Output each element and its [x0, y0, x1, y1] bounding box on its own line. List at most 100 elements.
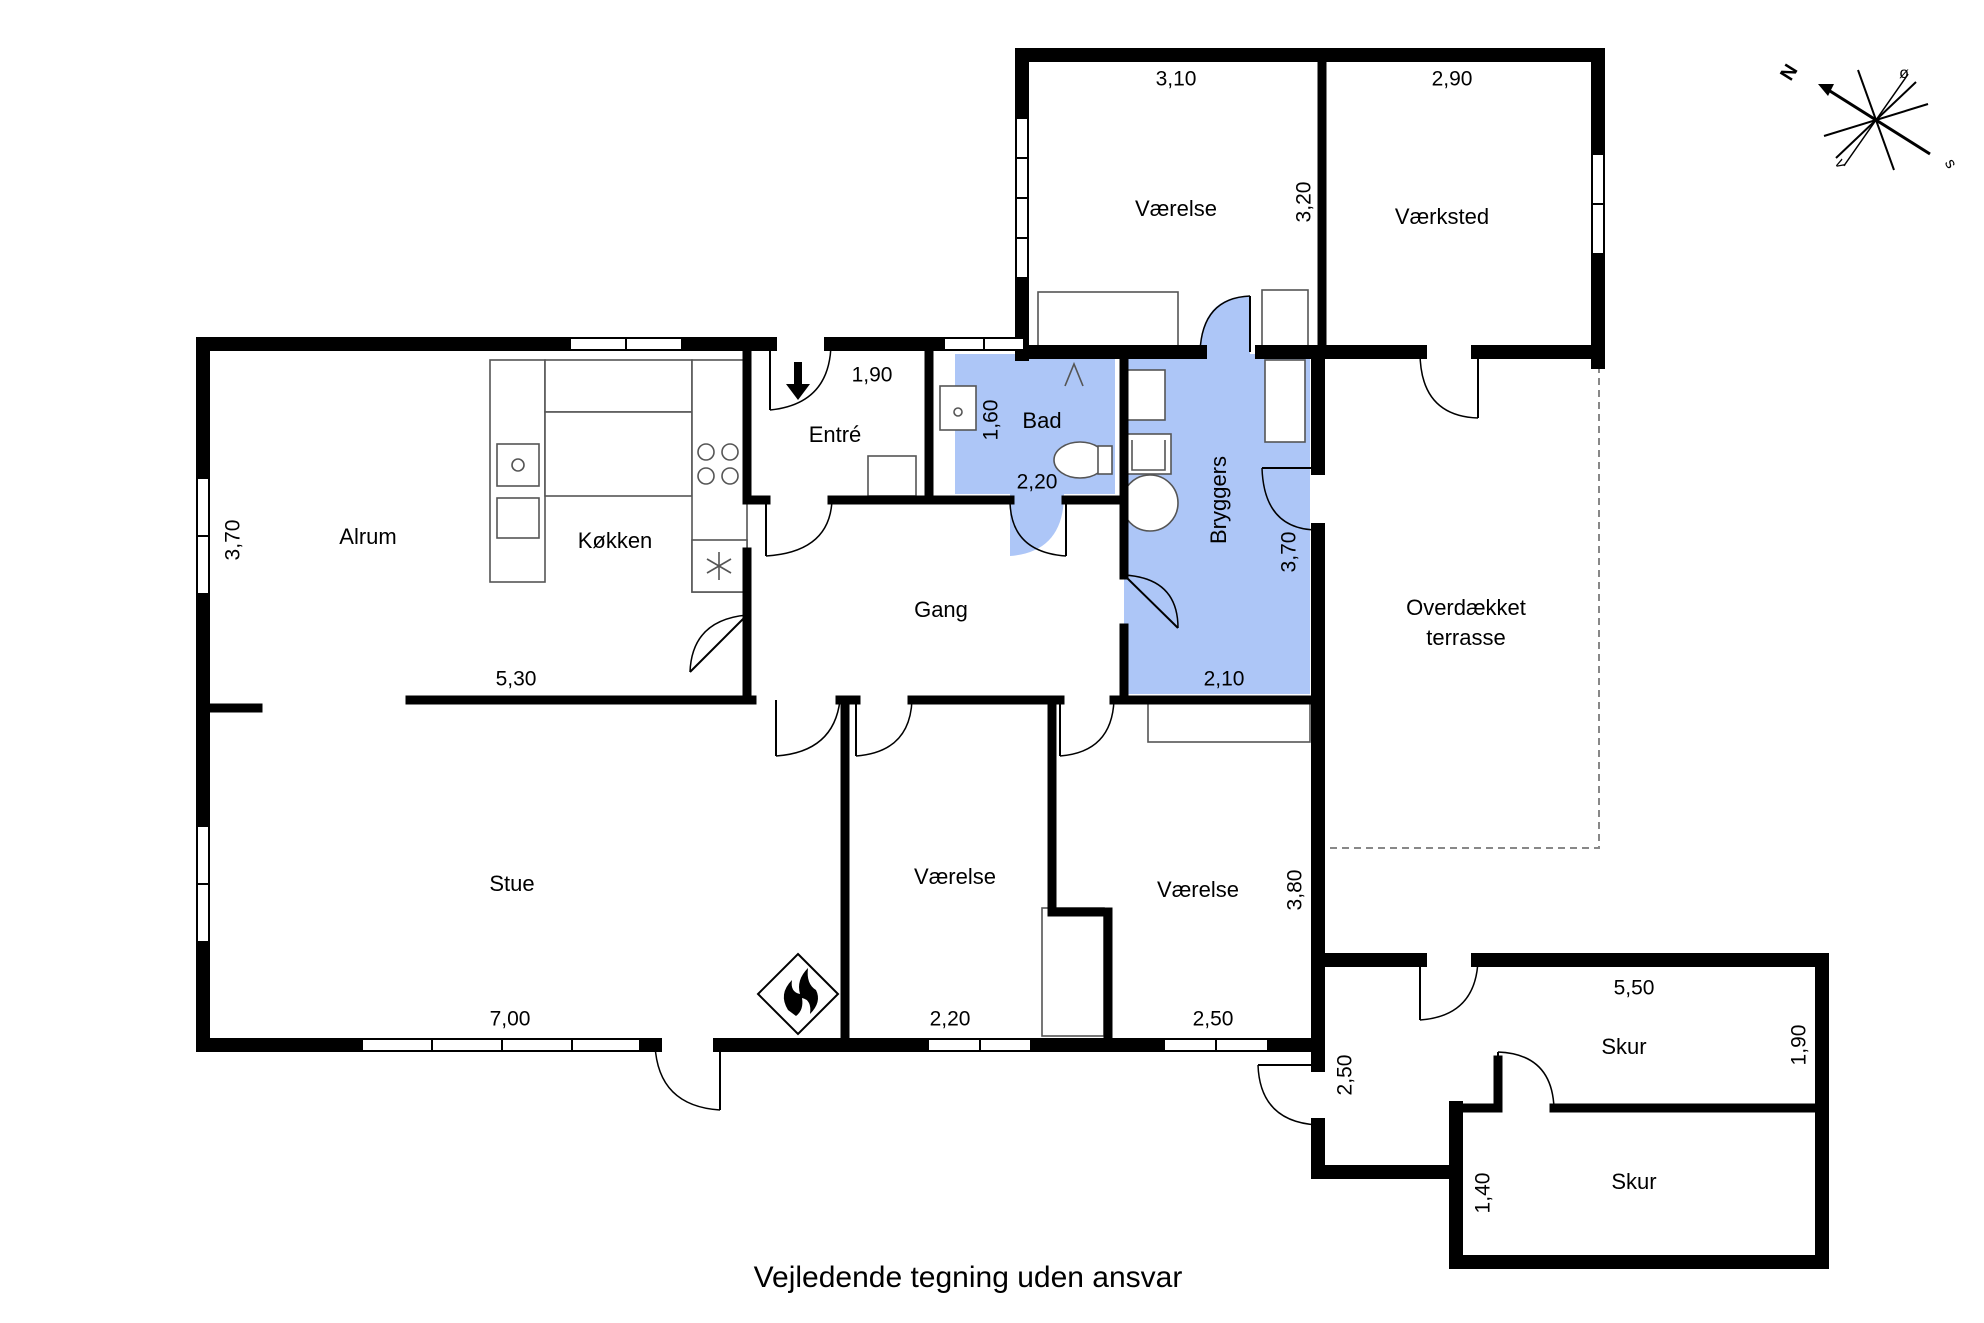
window — [196, 883, 210, 943]
room-label-skur-top: Skur — [1601, 1034, 1646, 1059]
room-label-entre: Entré — [809, 422, 862, 447]
dim-entre-width: 1,90 — [852, 364, 893, 387]
window — [625, 337, 683, 351]
kitchen-island — [544, 411, 693, 497]
window — [1015, 157, 1029, 199]
door-koekken-gang — [689, 614, 748, 673]
window — [1591, 203, 1605, 255]
window — [1015, 197, 1029, 239]
windows — [196, 117, 1605, 1052]
door-skur-entrance — [1257, 1064, 1319, 1126]
compass-south-label: s — [1941, 156, 1960, 171]
bryggers-door-swing-fill — [1200, 296, 1250, 354]
hob-burner-icon — [697, 467, 715, 485]
room-labels: Alrum Køkken Entré Bad Bryggers Gang Stu… — [339, 196, 1656, 1194]
door-bad — [1009, 499, 1067, 557]
dim-skur-width: 5,50 — [1614, 977, 1655, 1000]
compass-rose-icon: N ø s v — [1776, 61, 1959, 172]
window — [1015, 117, 1029, 159]
washbasin-drain-icon — [953, 407, 963, 417]
room-closets — [1037, 291, 1311, 1037]
hob-burner-icon — [697, 443, 715, 461]
dishwasher-icon — [496, 497, 540, 539]
compass-west-label: v — [1831, 156, 1850, 171]
room-label-vaerelse-top: Værelse — [1135, 196, 1217, 221]
door-bryggers-top — [1199, 295, 1251, 353]
door-vaerksted — [1419, 351, 1479, 419]
window — [983, 337, 1025, 351]
room-label-bryggers: Bryggers — [1206, 456, 1231, 544]
dim-skur-top-depth: 1,90 — [1788, 1025, 1811, 1066]
wardrobe-icon — [867, 455, 917, 497]
bad-fixtures — [939, 361, 1113, 479]
window — [1591, 153, 1605, 205]
kitchen-counter-back — [544, 359, 693, 413]
doors — [654, 295, 1555, 1126]
utility-sink-icon — [1124, 369, 1166, 421]
vaerelse-mid-closet — [1041, 907, 1105, 1037]
window — [196, 535, 210, 595]
terrasse-outline — [1318, 362, 1600, 849]
dim-alrum-depth: 3,70 — [222, 520, 245, 561]
door-vaerelse-right — [1059, 699, 1115, 757]
door-vaerelse-mid — [855, 699, 913, 757]
vaerksted-cabinet-icon — [1261, 289, 1309, 349]
washing-machine-icon — [1121, 474, 1179, 532]
room-label-skur-bottom: Skur — [1611, 1169, 1656, 1194]
entre-fixtures — [867, 455, 917, 497]
dim-vaerelse-right-width: 2,50 — [1193, 1008, 1234, 1031]
window — [943, 337, 985, 351]
window — [979, 1038, 1032, 1052]
room-label-terrasse-line2: terrasse — [1426, 625, 1505, 650]
dim-vaerelse-right-depth: 3,80 — [1284, 870, 1307, 911]
room-label-koekken: Køkken — [578, 528, 653, 553]
room-label-terrasse-line1: Overdækket — [1406, 595, 1526, 620]
hob-burner-icon — [721, 443, 739, 461]
dim-vaerksted-width: 2,90 — [1432, 68, 1473, 91]
snowflake-icon — [706, 552, 732, 580]
vaerelse-right-closet — [1147, 699, 1311, 743]
window — [431, 1038, 503, 1052]
entrance-arrow-icon — [786, 362, 810, 400]
window — [1015, 237, 1029, 279]
dim-bad-depth: 1,60 — [980, 400, 1003, 441]
dim-bryggers-depth: 3,70 — [1278, 532, 1301, 573]
sink-icon — [496, 443, 540, 487]
room-label-bad: Bad — [1022, 408, 1061, 433]
window — [1215, 1038, 1269, 1052]
hob-burner-icon — [721, 467, 739, 485]
kitchen-fixtures — [489, 359, 748, 593]
room-label-vaerelse-mid: Værelse — [914, 864, 996, 889]
dim-vaerelse-top-depth: 3,20 — [1293, 182, 1316, 223]
dim-bryggers-width: 2,10 — [1204, 668, 1245, 691]
door-bryggers-gang — [1123, 574, 1179, 629]
compass-east-label: ø — [1899, 65, 1909, 82]
door-entre-main — [769, 343, 832, 411]
door-stue — [775, 699, 841, 757]
bryggers-fixtures — [1121, 289, 1309, 532]
window — [569, 337, 627, 351]
room-label-gang: Gang — [914, 597, 968, 622]
dim-vaerelse-mid-width: 2,20 — [930, 1008, 971, 1031]
room-label-vaerelse-right: Værelse — [1157, 877, 1239, 902]
tumble-dryer-icon — [1131, 440, 1166, 471]
bad-door-swing-fill — [1010, 494, 1064, 556]
door-bryggers-terrasse — [1261, 467, 1319, 531]
window — [571, 1038, 641, 1052]
door-skur-inner — [1497, 1051, 1555, 1109]
compass-north-label: N — [1776, 61, 1802, 85]
room-label-vaerksted: Værksted — [1395, 204, 1489, 229]
room-label-alrum: Alrum — [339, 524, 396, 549]
room-label-stue: Stue — [489, 871, 534, 896]
dimension-labels: 3,10 3,20 2,90 1,90 1,60 2,20 3,70 5,30 … — [222, 68, 1811, 1214]
vaerelse-top-closet — [1037, 291, 1179, 349]
fireplace-icon — [756, 952, 840, 1036]
dim-bad-width: 2,20 — [1017, 471, 1058, 494]
window — [196, 477, 210, 537]
sink-drain-icon — [511, 458, 525, 472]
window — [1163, 1038, 1217, 1052]
disclaimer-text: Vejledende tegning uden ansvar — [754, 1261, 1183, 1294]
shower-head-icon — [1064, 361, 1084, 387]
window — [361, 1038, 433, 1052]
